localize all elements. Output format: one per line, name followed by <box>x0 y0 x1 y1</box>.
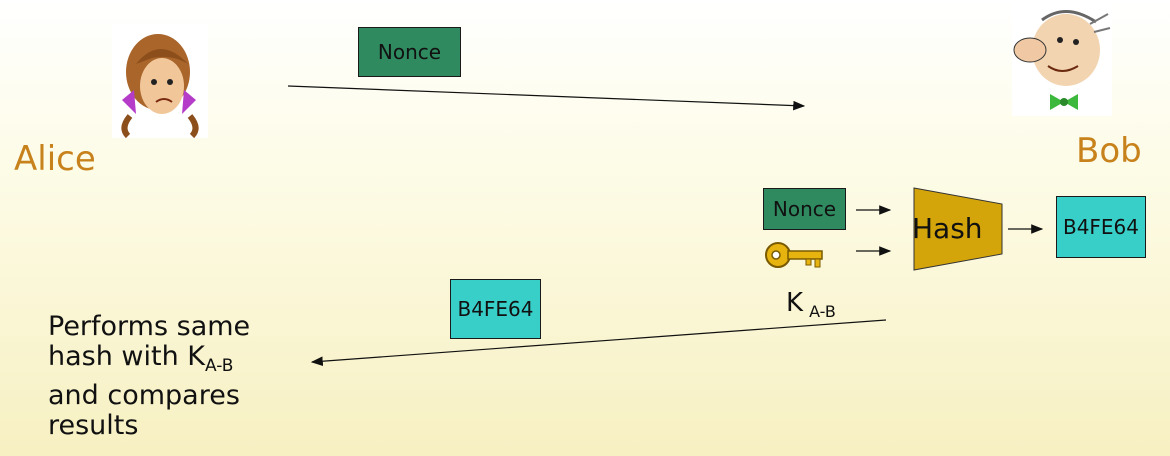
nonce-arrow <box>287 85 806 111</box>
note-line-4: results <box>48 410 139 441</box>
note-line-2: hash with KA-B <box>48 342 308 381</box>
bob-avatar <box>1012 4 1112 116</box>
bob-face-icon <box>1012 4 1112 116</box>
hash-function-shape <box>913 187 1003 271</box>
key-label: K A-B <box>786 288 836 321</box>
note-line-3: and compares <box>48 380 240 411</box>
hash-input-nonce-box: Nonce <box>763 188 846 230</box>
alice-name: Alice <box>14 139 96 179</box>
key-label-subscript: A-B <box>809 302 836 321</box>
alice-avatar <box>112 24 208 139</box>
bob-name: Bob <box>1076 131 1142 171</box>
digest-return-arrow <box>310 319 887 366</box>
digest-message-box: B4FE64 <box>450 279 541 339</box>
note-line-2-subscript: A-B <box>205 356 234 376</box>
alice-verification-note: Performs same hash with KA-B and compare… <box>48 312 308 441</box>
note-line-1: Performs same <box>48 311 251 342</box>
digest-output-box: B4FE64 <box>1056 196 1146 258</box>
nonce-message-box: Nonce <box>358 27 461 77</box>
note-line-2-text: hash with K <box>48 341 205 372</box>
hash-function-label: Hash <box>912 212 983 245</box>
key-icon <box>764 238 828 272</box>
key-label-main: K <box>786 288 804 318</box>
alice-face-icon <box>112 24 208 139</box>
